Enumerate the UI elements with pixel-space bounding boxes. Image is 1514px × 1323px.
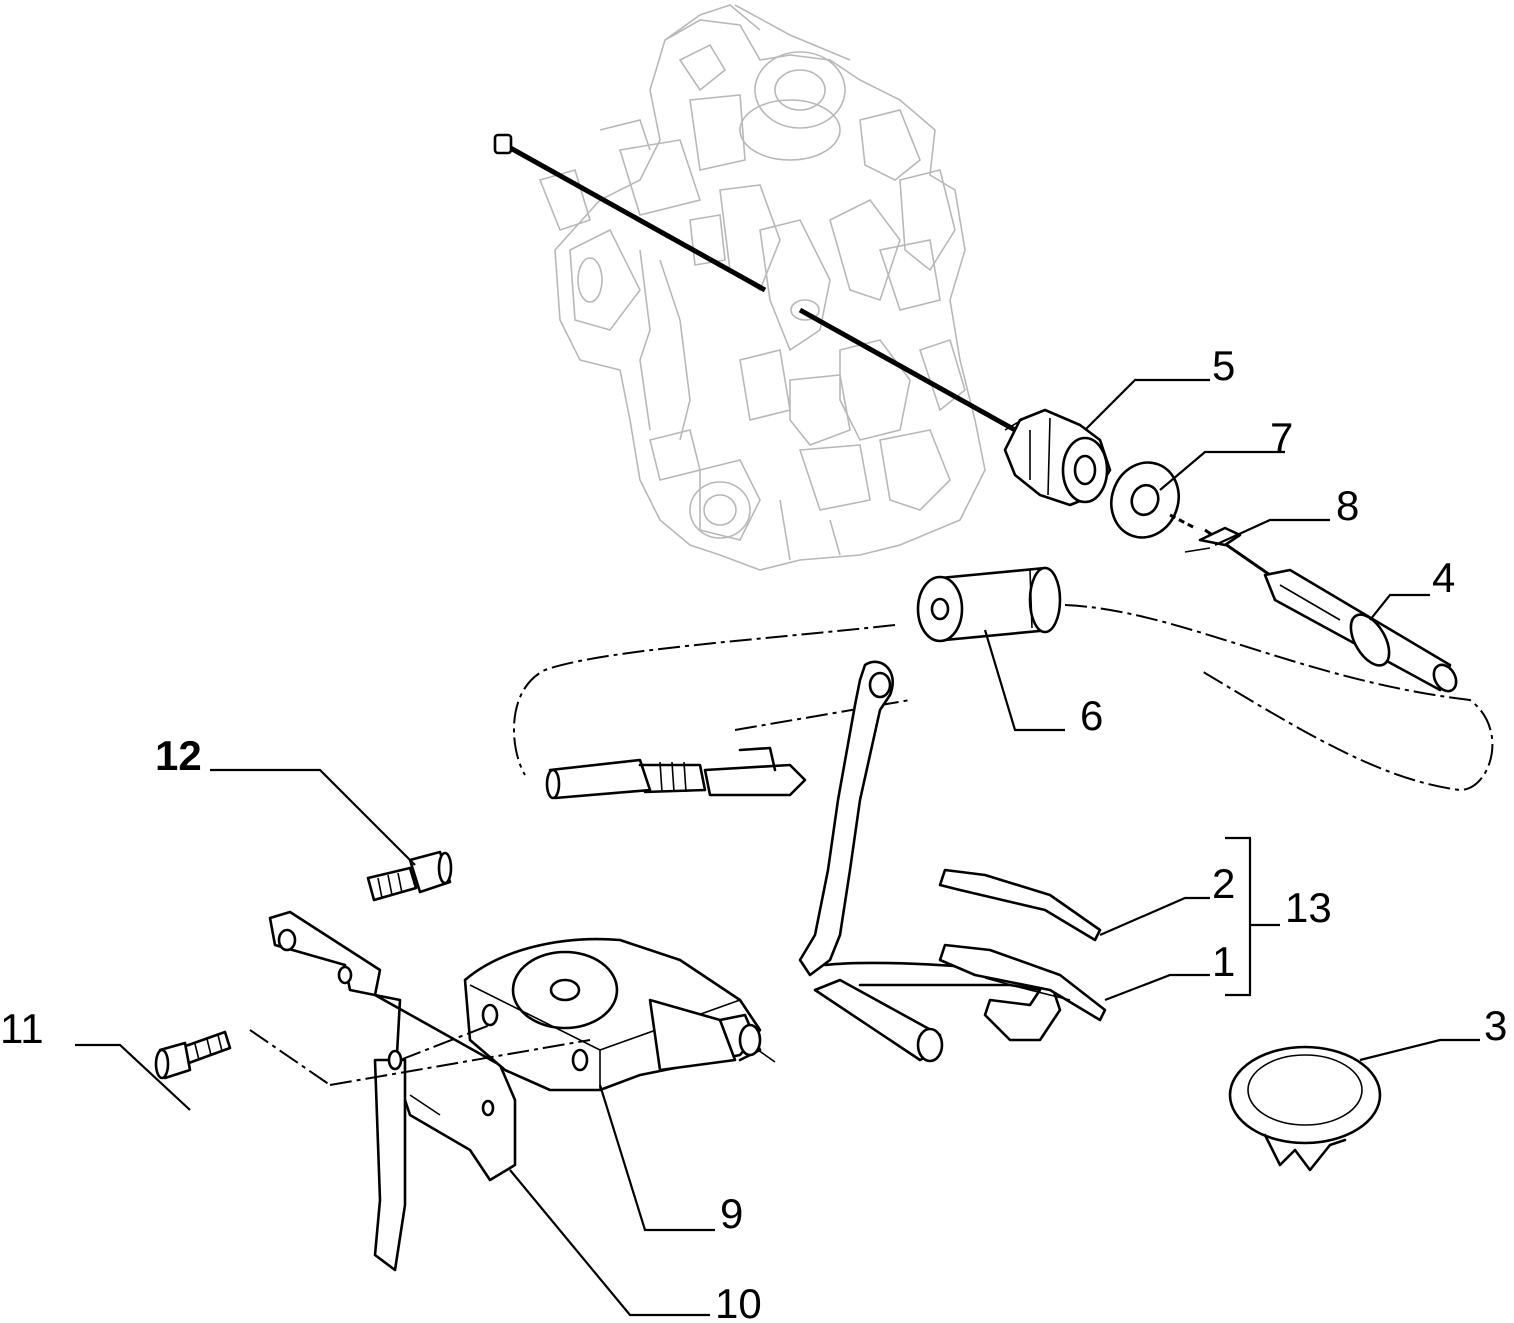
- leader-lines: [75, 378, 1480, 1317]
- part-label-10: 10: [715, 1280, 762, 1323]
- part-label-2: 2: [1212, 860, 1235, 907]
- part-label-6: 6: [1080, 692, 1103, 739]
- part-label-9: 9: [720, 1190, 743, 1237]
- part-label-8: 8: [1336, 482, 1359, 529]
- cylinder-sleeve-icon: [916, 566, 1062, 643]
- cable-sleeve-icon: [1263, 568, 1458, 693]
- engine-block-icon: [538, 4, 986, 571]
- part-label-11: 11: [0, 1005, 44, 1052]
- clutch-cable-icon: [493, 133, 1017, 433]
- bolt-small-icon: [154, 1030, 232, 1080]
- part-label-5: 5: [1212, 342, 1235, 389]
- pedal-pad-lower-icon: [938, 943, 1107, 1022]
- pedal-bracket-icon: [268, 910, 517, 1272]
- bolt-icon: [366, 850, 453, 902]
- part-label-4: 4: [1432, 554, 1455, 601]
- part-label-13: 13: [1285, 884, 1332, 931]
- cable-end-icon: [545, 746, 807, 800]
- part-label-7: 7: [1270, 414, 1293, 461]
- cable-clip-icon: [1169, 513, 1271, 577]
- washer-icon: [1110, 461, 1180, 539]
- part-label-3: 3: [1484, 1002, 1507, 1049]
- part-label-1: 1: [1212, 938, 1235, 985]
- rubber-cap-icon: [1228, 1045, 1382, 1172]
- part-label-12: 12: [155, 732, 202, 779]
- clutch-pedal-icon: [798, 660, 1062, 1063]
- cable-grommet-icon: [1003, 408, 1112, 507]
- self-adjuster-icon: [463, 937, 776, 1092]
- pedal-pad-icon: [938, 868, 1102, 942]
